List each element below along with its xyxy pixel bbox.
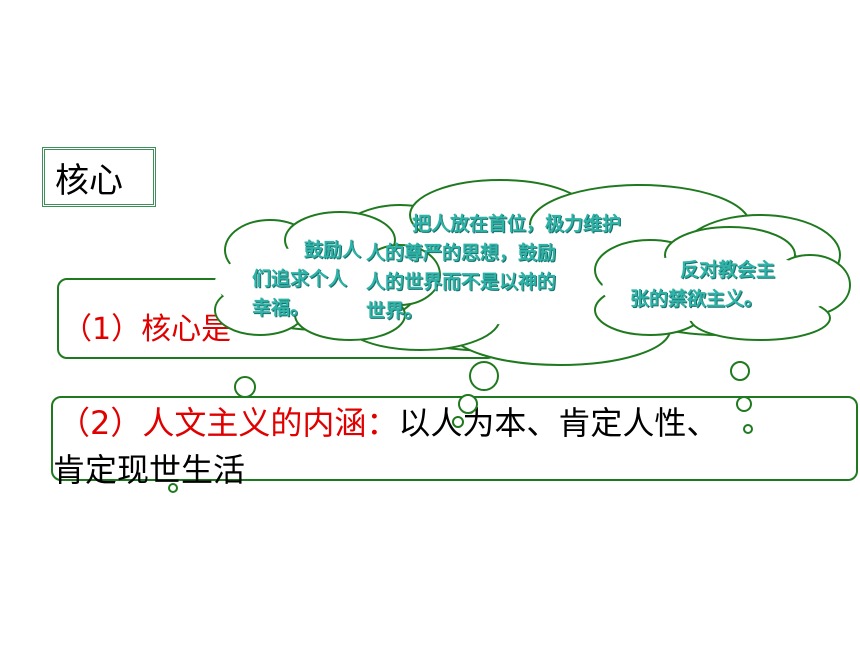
main-cloud-line-1: 把人放在首位，极力维护 [412,213,622,235]
right-thought-cloud [594,226,851,341]
main-cloud-line-3: 人的世界而不是以神的 [366,271,557,293]
heading-box: 核心 [42,147,156,207]
right-cloud-line-2: 张的禁欲主义。 [630,288,764,310]
point-2-label: （2）人文主义的内涵： [58,404,399,442]
main-cloud-line-2: 人的尊严的思想，鼓励 [366,242,557,264]
right-cloud-line-1: 反对教会主 [680,259,776,281]
left-cloud-line-3: 幸福。 [252,297,310,319]
main-cloud-line-4: 世界。 [366,300,424,322]
right-cloud-text: 反对教会主 张的禁欲主义。 [630,256,820,314]
left-thought-cloud [214,211,441,341]
left-cloud-text: 鼓励人 们追求个人 幸福。 [252,236,402,323]
point-1-label: （1）核心是 [62,312,232,347]
left-cloud-line-2: 们追求个人 [252,268,348,290]
heading-text: 核心 [55,160,123,201]
point-2-line-1: （2）人文主义的内涵：以人为本、肯定人性、 [58,398,718,444]
point-2-content: 以人为本、肯定人性、 [398,404,719,442]
point-2-box [51,396,858,481]
point-2-line-2: 肯定现世生活 [53,451,246,489]
left-cloud-line-1: 鼓励人 [304,239,362,261]
main-cloud-text: 把人放在首位，极力维护 人的尊严的思想，鼓励 人的世界而不是以神的 世界。 [366,210,706,326]
